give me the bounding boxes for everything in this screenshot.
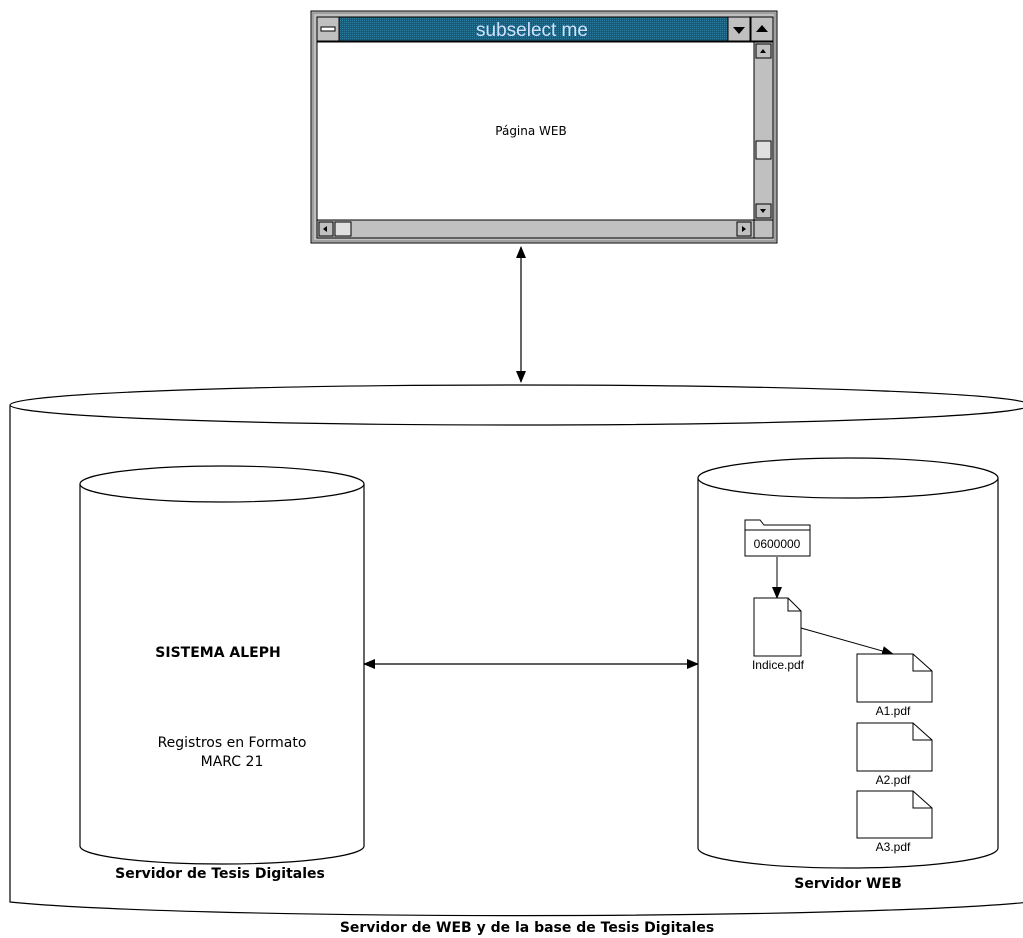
chevron-up-icon (756, 25, 768, 32)
horizontal-scrollbar[interactable] (316, 219, 774, 239)
arrow-right-icon (742, 226, 746, 232)
left-db-line2: MARC 21 (201, 754, 264, 770)
left-db-line1: Registros en Formato (158, 735, 307, 751)
maximize-button[interactable] (750, 16, 774, 42)
file-a3-icon (856, 790, 933, 839)
index-file-label: Indice.pdf (752, 658, 805, 672)
folder-icon (744, 519, 811, 557)
right-db-cylinder (697, 457, 999, 869)
window-titlebar[interactable] (316, 16, 755, 42)
arrow-left-icon (323, 226, 327, 232)
system-menu-button[interactable] (316, 16, 340, 42)
minimize-button[interactable] (727, 16, 751, 42)
window-content-text: Página WEB (495, 124, 566, 138)
right-db-label: Servidor WEB (794, 876, 902, 892)
arrow-up-icon (760, 49, 766, 53)
chevron-down-icon (733, 27, 745, 34)
web-page-window: subselect me Página WEB (310, 10, 778, 244)
file-a3-label: A3.pdf (876, 840, 911, 854)
index-file-icon (753, 597, 802, 657)
file-a2-icon (856, 722, 933, 772)
left-db-title: SISTEMA ALEPH (155, 645, 280, 661)
window-title: subselect me (476, 20, 588, 41)
horizontal-scroll-thumb[interactable] (334, 221, 352, 237)
file-a1-icon (856, 653, 933, 703)
folder-label: 0600000 (754, 537, 801, 551)
file-a1-label: A1.pdf (876, 704, 911, 718)
left-db-cylinder (79, 465, 365, 865)
left-db-label: Servidor de Tesis Digitales (115, 866, 325, 882)
file-a2-label: A2.pdf (876, 773, 911, 787)
vertical-scroll-thumb[interactable] (755, 140, 772, 160)
arrow-down-icon (760, 209, 766, 213)
index-a1-arrow (800, 627, 894, 656)
outer-server-label: Servidor de WEB y de la base de Tesis Di… (340, 920, 714, 936)
vertical-scrollbar[interactable] (753, 41, 774, 221)
